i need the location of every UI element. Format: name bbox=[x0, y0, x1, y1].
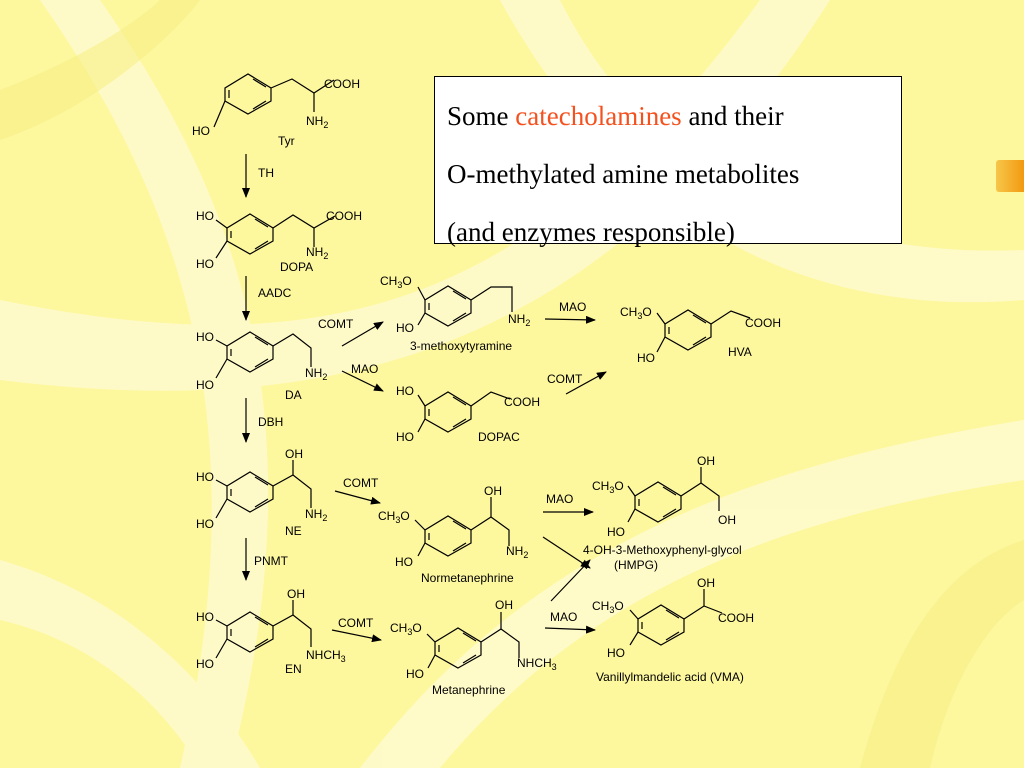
dopa-ho-top: HO bbox=[196, 209, 214, 223]
structure-normetanephrine: OH CH3O HO NH2 Normetanephrine bbox=[378, 484, 528, 585]
structure-metanephrine: OH CH3O HO NHCH3 Metanephrine bbox=[390, 598, 557, 697]
nmn-ch3o: CH3O bbox=[378, 509, 410, 525]
tyr-ho: HO bbox=[192, 124, 210, 138]
structure-dopa: HO HO COOH NH2 DOPA bbox=[196, 209, 362, 274]
en-ho-bottom: HO bbox=[196, 657, 214, 671]
mhpg-oh-top: OH bbox=[697, 454, 715, 468]
arrow-ne-comt bbox=[334, 490, 381, 505]
mhpg-oh-bottom: OH bbox=[718, 513, 736, 527]
nmn-ho: HO bbox=[395, 555, 413, 569]
mta-ho: HO bbox=[396, 321, 414, 335]
compound-vma: Vanillylmandelic acid (VMA) bbox=[596, 670, 744, 684]
structure-en: OH HO HO NHCH3 EN bbox=[196, 587, 346, 676]
title-box: Some catecholamines and their O-methylat… bbox=[434, 76, 902, 247]
compound-mhpg-line1: 4-OH-3-Methoxyphenyl-glycol bbox=[583, 543, 742, 557]
ne-nh2: NH2 bbox=[305, 507, 327, 523]
structure-3-methoxytyramine: CH3O HO NH2 3-methoxytyramine bbox=[380, 274, 530, 353]
nmn-oh: OH bbox=[484, 484, 502, 498]
da-nh2: NH2 bbox=[305, 366, 327, 382]
dopa-ho-bottom: HO bbox=[196, 257, 214, 271]
structure-dopac: HO HO COOH DOPAC bbox=[396, 384, 540, 444]
hva-ch3o: CH3O bbox=[620, 305, 652, 321]
compound-dopac: DOPAC bbox=[478, 430, 520, 444]
da-ho-bottom: HO bbox=[196, 378, 214, 392]
arrow-dopac-comt bbox=[565, 371, 607, 395]
dopac-cooh: COOH bbox=[504, 395, 540, 409]
title-line-2: O-methylated amine metabolites bbox=[447, 159, 800, 189]
structure-tyr: COOH NH2 HO Tyr bbox=[192, 73, 360, 148]
mhpg-ch3o: CH3O bbox=[592, 479, 624, 495]
compound-3-methoxytyramine: 3-methoxytyramine bbox=[410, 339, 512, 353]
structure-ne: OH HO HO NH2 NE bbox=[196, 447, 327, 538]
title-line-1: Some catecholamines and their bbox=[447, 87, 889, 145]
vma-cooh: COOH bbox=[718, 611, 754, 625]
ne-ho-bottom: HO bbox=[196, 517, 214, 531]
mn-ch3o: CH3O bbox=[390, 621, 422, 637]
nmn-nh2: NH2 bbox=[506, 544, 528, 560]
hva-cooh: COOH bbox=[745, 316, 781, 330]
arrow-mn-mao bbox=[544, 625, 596, 634]
enzyme-comt-da: COMT bbox=[318, 317, 354, 331]
title-part-2: and their bbox=[681, 101, 784, 131]
en-ho-top: HO bbox=[196, 610, 214, 624]
enzyme-comt-en: COMT bbox=[338, 616, 374, 630]
dopa-cooh: COOH bbox=[326, 209, 362, 223]
compound-dopa: DOPA bbox=[280, 260, 313, 274]
arrow-mta-mao bbox=[544, 315, 596, 324]
arrow-mn-mhpg bbox=[550, 559, 591, 602]
structure-vma: OH CH3O HO COOH Vanillylmandelic acid (V… bbox=[592, 576, 754, 684]
structure-da: HO HO NH2 DA bbox=[196, 330, 327, 402]
arrow-en-comt bbox=[331, 629, 382, 643]
vma-oh: OH bbox=[697, 576, 715, 590]
mn-oh: OH bbox=[495, 598, 513, 612]
arrow-da-comt bbox=[341, 321, 384, 347]
enzyme-pnmt: PNMT bbox=[254, 554, 289, 568]
en-nhch3: NHCH3 bbox=[306, 648, 346, 664]
compound-metanephrine: Metanephrine bbox=[432, 683, 506, 697]
hva-ho: HO bbox=[637, 351, 655, 365]
dopac-ho-top: HO bbox=[396, 384, 414, 398]
enzyme-mao-mta: MAO bbox=[559, 300, 586, 314]
compound-tyr: Tyr bbox=[278, 134, 295, 148]
enzyme-mao-da: MAO bbox=[351, 362, 378, 376]
vma-ho: HO bbox=[607, 646, 625, 660]
enzyme-mao-mn: MAO bbox=[550, 610, 577, 624]
dopa-nh2: NH2 bbox=[306, 245, 328, 261]
enzyme-dbh: DBH bbox=[258, 415, 283, 429]
compound-da: DA bbox=[285, 388, 302, 402]
title-highlight: catecholamines bbox=[515, 101, 682, 131]
mn-ho: HO bbox=[406, 667, 424, 681]
ne-ho-top: HO bbox=[196, 470, 214, 484]
enzyme-th: TH bbox=[258, 166, 274, 180]
tyr-nh2: NH2 bbox=[306, 114, 328, 130]
compound-hva: HVA bbox=[728, 345, 752, 359]
compound-normetanephrine: Normetanephrine bbox=[421, 571, 514, 585]
da-ho-top: HO bbox=[196, 330, 214, 344]
mn-nhch3: NHCH3 bbox=[517, 656, 557, 672]
vma-ch3o: CH3O bbox=[592, 599, 624, 615]
reaction-arrows: COMT MAO MAO COMT COMT COMT MAO MAO bbox=[318, 300, 607, 643]
enzyme-comt-ne: COMT bbox=[343, 476, 379, 490]
arrow-da-mao bbox=[341, 370, 384, 392]
mta-nh2: NH2 bbox=[508, 312, 530, 328]
enzyme-comt-dopac: COMT bbox=[547, 372, 583, 386]
slide-edge-tab bbox=[996, 160, 1024, 192]
compound-ne: NE bbox=[285, 524, 302, 538]
vertical-arrows: TH AADC DBH PNMT bbox=[242, 154, 292, 581]
mhpg-ho: HO bbox=[607, 525, 625, 539]
en-oh: OH bbox=[287, 587, 305, 601]
title-part-1: Some bbox=[447, 101, 516, 131]
ne-oh: OH bbox=[285, 447, 303, 461]
dopac-ho-bottom: HO bbox=[396, 430, 414, 444]
structure-mhpg: OH OH CH3O HO 4-OH-3-Methoxyphenyl-glyco… bbox=[583, 454, 742, 572]
enzyme-mao-nmn: MAO bbox=[546, 492, 573, 506]
enzyme-aadc: AADC bbox=[258, 286, 292, 300]
compound-en: EN bbox=[285, 662, 302, 676]
mta-ch3o: CH3O bbox=[380, 274, 412, 290]
title-line-3: (and enzymes responsible) bbox=[447, 217, 735, 247]
structure-hva: CH3O HO COOH HVA bbox=[620, 305, 781, 365]
compound-mhpg-line2: (HMPG) bbox=[614, 558, 658, 572]
tyr-cooh: COOH bbox=[324, 77, 360, 91]
